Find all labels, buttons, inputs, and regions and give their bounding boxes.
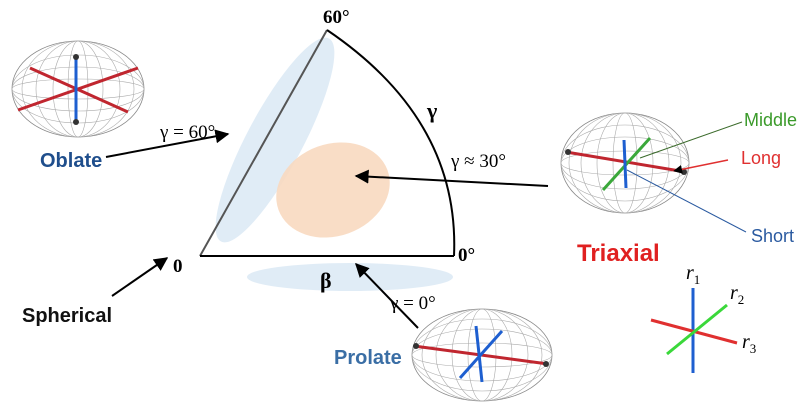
vertex-left-label: 0 [173, 256, 183, 277]
oblate-label: Oblate [40, 150, 103, 172]
middle-leader [639, 121, 743, 159]
short-leader [626, 169, 747, 233]
spherical-arrow [111, 257, 169, 297]
prolate-ellipsoid-icon [411, 308, 553, 402]
r1-label: r1 [686, 263, 700, 286]
oblate-region [215, 37, 335, 243]
r2-label: r2 [730, 283, 744, 306]
spherical-label: Spherical [22, 305, 113, 327]
r1-symbol: r [686, 262, 694, 284]
r3-label: r3 [742, 332, 756, 355]
prolate-region [247, 263, 453, 291]
vertex-right-label: 0° [458, 245, 476, 266]
gamma-30-annotation: γ ≈ 30° [451, 151, 506, 172]
prolate-label: Prolate [334, 347, 402, 369]
prolate-arrow [355, 262, 419, 329]
oblate-ellipsoid-icon [11, 40, 145, 138]
gamma-axis-label: γ [427, 98, 438, 123]
r2-symbol: r [730, 282, 738, 304]
triangle [199, 29, 456, 257]
triaxial-region [276, 142, 390, 238]
oblate-arrow [105, 129, 230, 158]
triaxial-ellipsoid-icon [560, 112, 690, 214]
long-leader [673, 159, 729, 174]
r3-symbol: r [742, 331, 750, 353]
r3-subscript: 3 [749, 341, 757, 356]
triaxial-arrow [354, 169, 549, 187]
gamma-0-annotation: γ = 0° [390, 293, 436, 314]
r1-subscript: 1 [693, 272, 701, 287]
r2-subscript: 2 [737, 292, 745, 307]
beta-axis-label: β [320, 268, 332, 293]
middle-axis-label: Middle [744, 110, 798, 130]
axes-legend-icon [650, 288, 738, 373]
triaxial-label: Triaxial [577, 240, 660, 267]
gamma-60-annotation: γ = 60° [160, 122, 216, 143]
long-axis-label: Long [741, 148, 782, 168]
short-axis-label: Short [751, 226, 795, 246]
vertex-top-label: 60° [323, 7, 350, 28]
